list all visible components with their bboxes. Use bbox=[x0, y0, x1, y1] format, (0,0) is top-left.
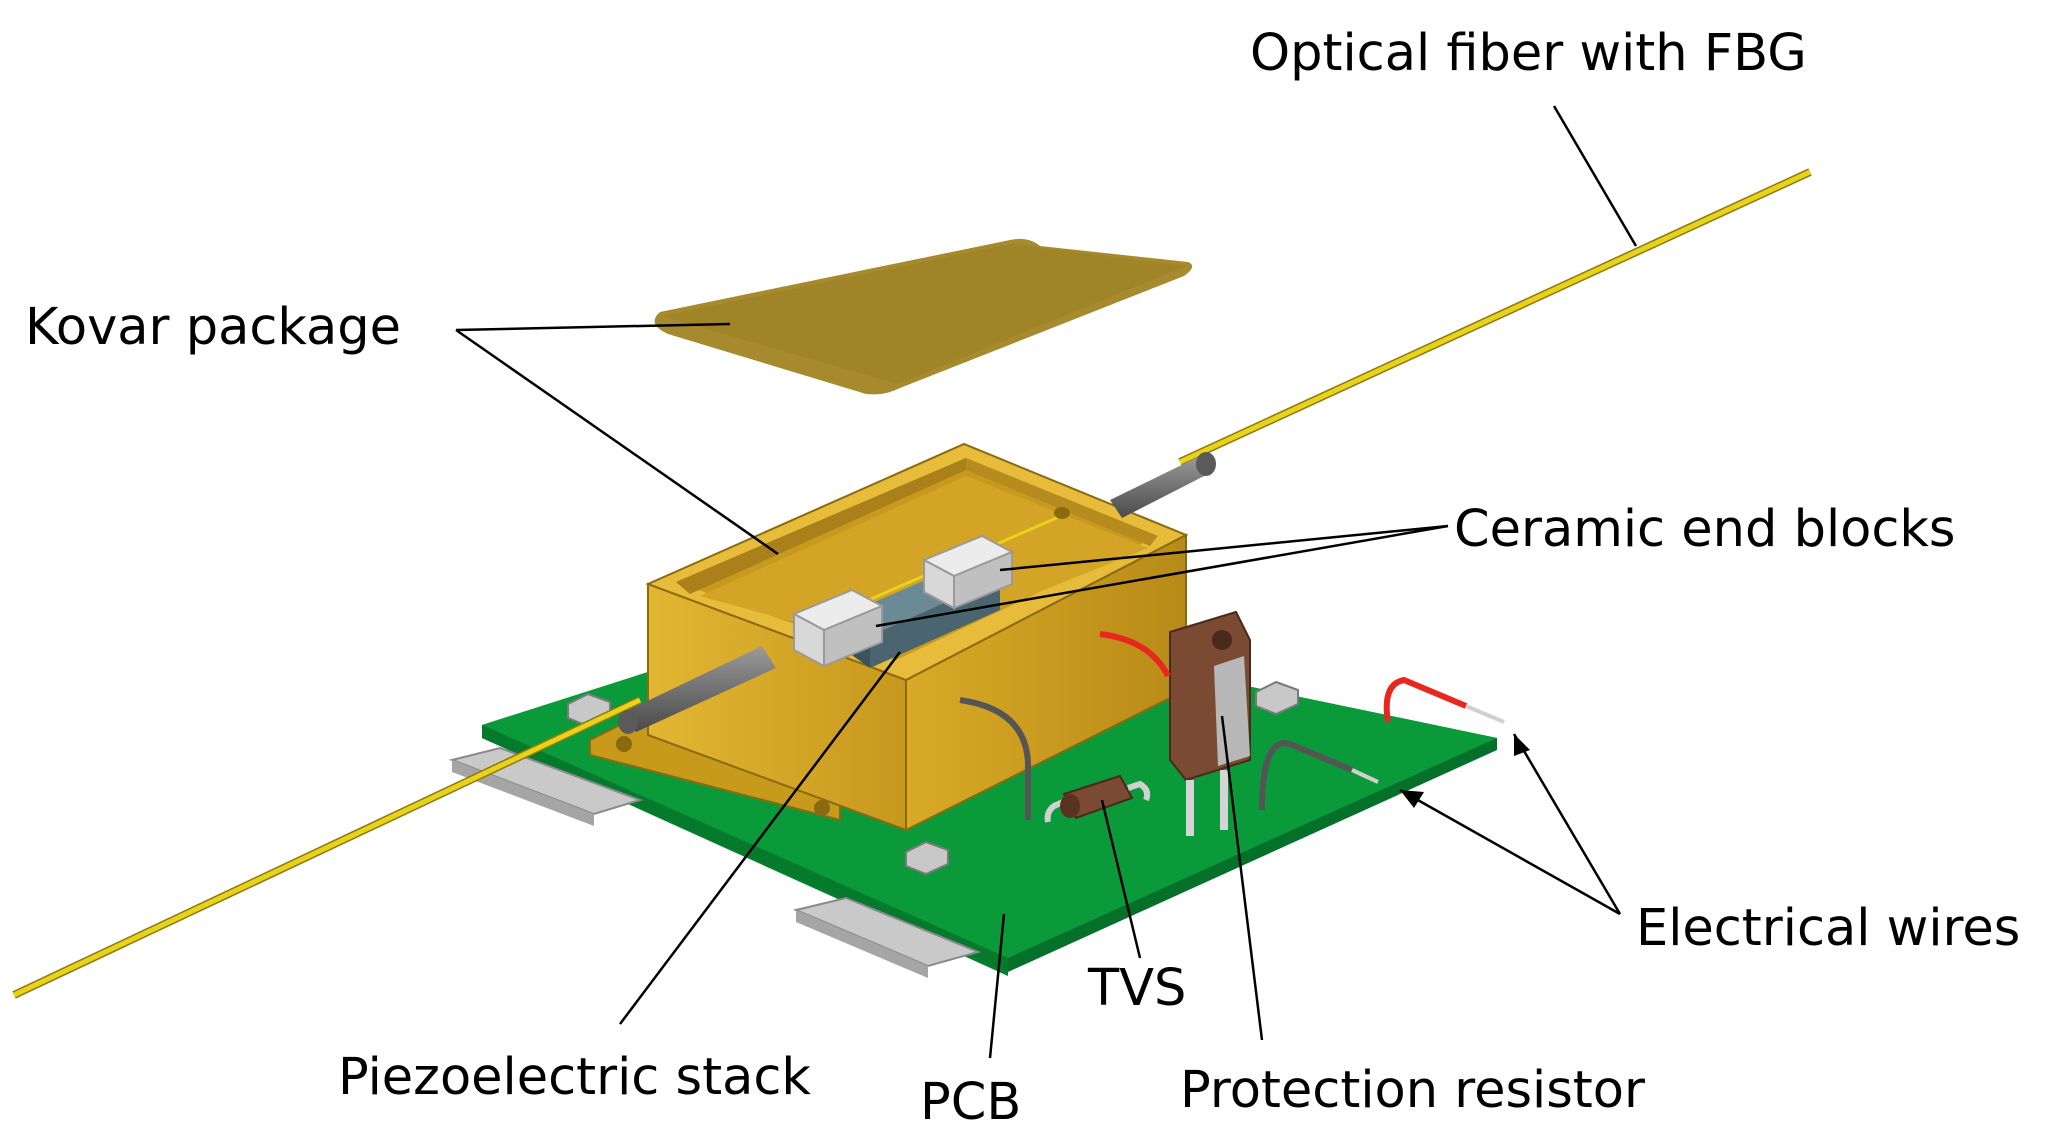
ceramic-end-block-back bbox=[921, 534, 1015, 610]
electrical-wires bbox=[959, 631, 1505, 820]
label-kovar-package: Kovar package bbox=[25, 298, 402, 357]
label-piezoelectric-stack: Piezoelectric stack bbox=[338, 1048, 811, 1107]
label-tvs: TVS bbox=[1088, 959, 1187, 1018]
label-optical-fiber: Optical fiber with FBG bbox=[1250, 24, 1807, 83]
leader-lines bbox=[455, 105, 1638, 1059]
hex-bolt-right bbox=[1255, 680, 1299, 716]
protection-resistor bbox=[1169, 610, 1251, 836]
hex-bolt-bottom bbox=[905, 840, 949, 876]
label-protection-resistor: Protection resistor bbox=[1180, 1061, 1645, 1120]
ceramic-end-block-front bbox=[791, 588, 885, 668]
fiber-ferrule-right bbox=[1110, 452, 1216, 518]
mounting-clip-bottom bbox=[792, 896, 982, 978]
label-ceramic-end-blocks: Ceramic end blocks bbox=[1454, 500, 1956, 559]
label-pcb: PCB bbox=[920, 1073, 1022, 1132]
label-electrical-wires: Electrical wires bbox=[1636, 899, 2021, 958]
arrow-heads bbox=[1400, 734, 1530, 808]
kovar-lid bbox=[654, 238, 1193, 395]
tvs-diode bbox=[1044, 774, 1151, 823]
fiber-ferrule-left bbox=[618, 646, 776, 734]
optical-fiber bbox=[12, 168, 1812, 999]
